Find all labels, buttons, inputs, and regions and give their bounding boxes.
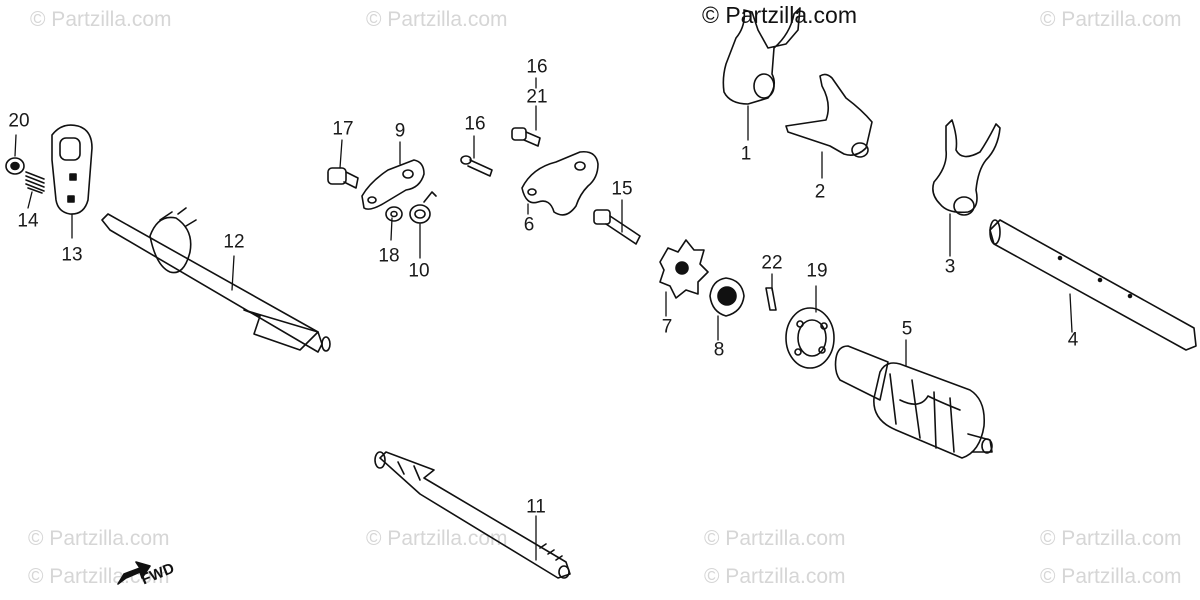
- part-label-17: 17: [332, 118, 354, 140]
- watermark: © Partzilla.com: [1040, 527, 1182, 550]
- spring-10-icon: [409, 191, 437, 224]
- part-label-9: 9: [394, 120, 406, 142]
- part-label-6: 6: [523, 214, 535, 236]
- shift-spindle-12-icon: [101, 207, 331, 353]
- plate-13-icon: [51, 124, 93, 215]
- shift-fork-3-icon: [932, 119, 1001, 216]
- part-label-4: 4: [1067, 329, 1079, 351]
- part-label-7: 7: [661, 316, 673, 338]
- copyright-text: © Partzilla.com: [702, 2, 857, 28]
- bolt-15-icon: [593, 209, 641, 245]
- bracket-6-icon: [521, 150, 599, 216]
- watermark: © Partzilla.com: [28, 527, 170, 550]
- bolt-16-icon: [460, 155, 493, 177]
- part-label-16-mid: 16: [464, 113, 486, 135]
- watermark: © Partzilla.com: [1040, 8, 1182, 31]
- stopper-arm-9-icon: [361, 159, 425, 210]
- shift-fork-1-icon: [722, 7, 801, 105]
- part-label-11: 11: [526, 496, 546, 518]
- pin-22-icon: [765, 287, 777, 311]
- shift-fork-2-icon: [785, 73, 873, 158]
- part-label-21: 21: [526, 86, 548, 108]
- bolt-17-icon: [327, 167, 359, 189]
- star-plate-7-icon: [659, 239, 709, 299]
- watermark: © Partzilla.com: [1040, 565, 1182, 588]
- part-label-19: 19: [806, 260, 828, 282]
- washer-18-icon: [385, 206, 403, 222]
- part-label-12: 12: [223, 231, 245, 253]
- watermark: © Partzilla.com: [704, 527, 846, 550]
- watermark: © Partzilla.com: [30, 8, 172, 31]
- part-label-5: 5: [901, 318, 913, 340]
- watermark: © Partzilla.com: [366, 8, 508, 31]
- leader-lines: [14, 77, 1073, 561]
- part-label-15: 15: [611, 178, 633, 200]
- spring-14-icon: [25, 171, 45, 194]
- watermark: © Partzilla.com: [704, 565, 846, 588]
- part-label-16-top: 16: [526, 56, 548, 78]
- part-label-14: 14: [17, 210, 39, 232]
- watermark: © Partzilla.com: [366, 527, 508, 550]
- fork-shaft-4-icon: [989, 219, 1197, 351]
- part-label-18: 18: [378, 245, 400, 267]
- part-label-3: 3: [944, 256, 956, 278]
- part-label-13: 13: [61, 244, 83, 266]
- part-label-1: 1: [740, 143, 752, 165]
- shift-drum-5-icon: [834, 345, 993, 459]
- part-label-2: 2: [814, 181, 826, 203]
- forward-arrow-icon: [117, 561, 151, 585]
- gearshift-shaft-11-icon: [374, 451, 571, 579]
- bearing-19-icon: [785, 307, 835, 369]
- cam-plate-8-icon: [709, 277, 745, 317]
- part-label-20: 20: [8, 110, 30, 132]
- part-label-8: 8: [713, 339, 725, 361]
- part-label-22: 22: [761, 252, 783, 274]
- part-label-10: 10: [408, 260, 430, 282]
- bolt-21-icon: [511, 127, 541, 147]
- washer-20-icon: [5, 157, 25, 175]
